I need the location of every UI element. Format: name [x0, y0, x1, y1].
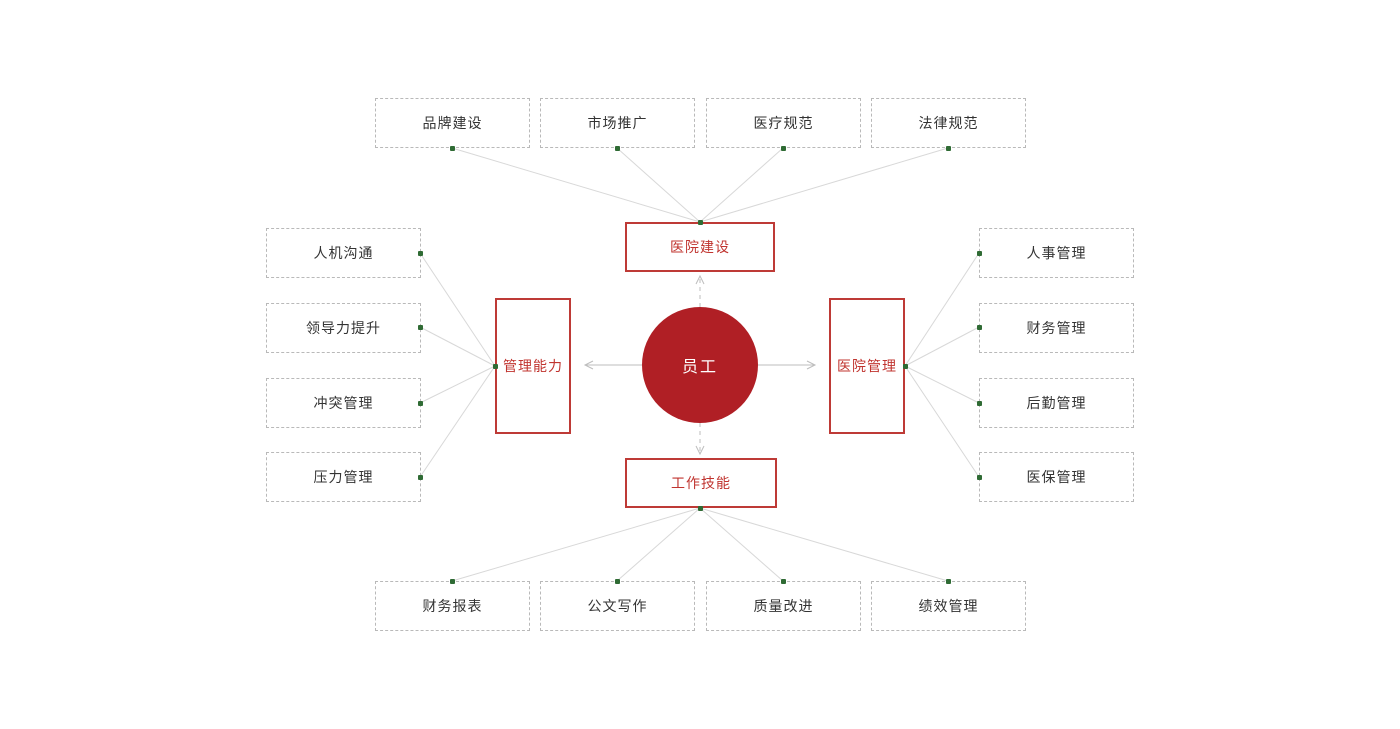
connector-dot-leadership-improve — [417, 324, 423, 330]
connector-line — [419, 326, 496, 367]
leaf-node-label: 冲突管理 — [313, 395, 374, 411]
connector-line — [616, 147, 701, 223]
branch-node-hospital-construction[interactable]: 医院建设 — [625, 222, 775, 272]
connector-line — [904, 252, 980, 367]
leaf-node-financial-report[interactable]: 财务报表 — [375, 581, 530, 631]
leaf-node-label: 绩效管理 — [918, 598, 979, 614]
connector-dot-medical-standards — [780, 145, 786, 151]
leaf-node-label: 医保管理 — [1026, 469, 1087, 485]
leaf-node-label: 市场推广 — [587, 115, 648, 131]
connector-line — [904, 365, 980, 404]
connector-line — [451, 147, 701, 223]
connector-line — [904, 326, 980, 367]
leaf-node-label: 财务管理 — [1026, 320, 1087, 336]
arrow-up-head — [695, 274, 705, 285]
connector-line — [904, 365, 980, 478]
branch-node-label: 医院建设 — [670, 239, 730, 255]
connector-dot-finance-management — [976, 324, 982, 330]
leaf-node-label: 人事管理 — [1026, 245, 1087, 261]
arrow-down-head — [695, 445, 705, 456]
connector-dot-hr-management — [976, 250, 982, 256]
leaf-node-legal-standards[interactable]: 法律规范 — [871, 98, 1026, 148]
leaf-node-label: 公文写作 — [587, 598, 648, 614]
connector-line — [699, 147, 949, 223]
branch-node-work-skills[interactable]: 工作技能 — [625, 458, 777, 508]
connector-dot-human-machine-comm — [417, 250, 423, 256]
leaf-node-label: 医疗规范 — [753, 115, 814, 131]
connector-line — [616, 507, 701, 582]
leaf-node-leadership-improve[interactable]: 领导力提升 — [266, 303, 421, 353]
leaf-node-conflict-management[interactable]: 冲突管理 — [266, 378, 421, 428]
connector-dot-market-promotion — [614, 145, 620, 151]
leaf-node-quality-improvement[interactable]: 质量改进 — [706, 581, 861, 631]
branch-node-label: 管理能力 — [503, 358, 563, 374]
connector-line — [699, 147, 784, 223]
connector-dot-hospital-construction — [697, 219, 703, 225]
leaf-node-finance-management[interactable]: 财务管理 — [979, 303, 1134, 353]
connector-dot-management-ability — [492, 363, 498, 369]
branch-node-hospital-management[interactable]: 医院管理 — [829, 298, 905, 434]
connector-line — [451, 507, 701, 582]
connector-line — [419, 252, 496, 367]
leaf-node-label: 压力管理 — [313, 469, 374, 485]
leaf-node-hr-management[interactable]: 人事管理 — [979, 228, 1134, 278]
connector-line — [419, 365, 496, 478]
connector-dot-performance-mgmt — [945, 578, 951, 584]
leaf-node-performance-mgmt[interactable]: 绩效管理 — [871, 581, 1026, 631]
connector-dot-quality-improvement — [780, 578, 786, 584]
leaf-node-insurance-management[interactable]: 医保管理 — [979, 452, 1134, 502]
leaf-node-human-machine-comm[interactable]: 人机沟通 — [266, 228, 421, 278]
connector-dot-legal-standards — [945, 145, 951, 151]
branch-node-label: 医院管理 — [837, 358, 897, 374]
arrow-left-head — [583, 360, 594, 370]
leaf-node-official-writing[interactable]: 公文写作 — [540, 581, 695, 631]
connector-dot-insurance-management — [976, 474, 982, 480]
leaf-node-market-promotion[interactable]: 市场推广 — [540, 98, 695, 148]
connector-line — [419, 365, 496, 404]
connector-line — [699, 507, 949, 582]
leaf-node-logistics-management[interactable]: 后勤管理 — [979, 378, 1134, 428]
connector-dot-logistics-management — [976, 400, 982, 406]
leaf-node-label: 质量改进 — [753, 598, 814, 614]
leaf-node-stress-management[interactable]: 压力管理 — [266, 452, 421, 502]
connector-dot-hospital-management — [902, 363, 908, 369]
leaf-node-label: 后勤管理 — [1026, 395, 1087, 411]
center-node-label: 员工 — [681, 359, 718, 376]
leaf-node-label: 财务报表 — [422, 598, 483, 614]
branch-node-management-ability[interactable]: 管理能力 — [495, 298, 571, 434]
connector-line — [699, 507, 784, 582]
connector-dot-financial-report — [449, 578, 455, 584]
connector-dot-work-skills — [697, 505, 703, 511]
center-node-employee[interactable]: 员工 — [642, 307, 758, 423]
leaf-node-label: 法律规范 — [918, 115, 979, 131]
arrow-right-head — [806, 360, 817, 370]
leaf-node-brand-building[interactable]: 品牌建设 — [375, 98, 530, 148]
leaf-node-medical-standards[interactable]: 医疗规范 — [706, 98, 861, 148]
leaf-node-label: 品牌建设 — [422, 115, 483, 131]
connector-dot-brand-building — [449, 145, 455, 151]
connector-dot-official-writing — [614, 578, 620, 584]
connector-dot-stress-management — [417, 474, 423, 480]
connector-dot-conflict-management — [417, 400, 423, 406]
branch-node-label: 工作技能 — [671, 475, 731, 491]
leaf-node-label: 人机沟通 — [313, 245, 374, 261]
leaf-node-label: 领导力提升 — [306, 320, 381, 336]
